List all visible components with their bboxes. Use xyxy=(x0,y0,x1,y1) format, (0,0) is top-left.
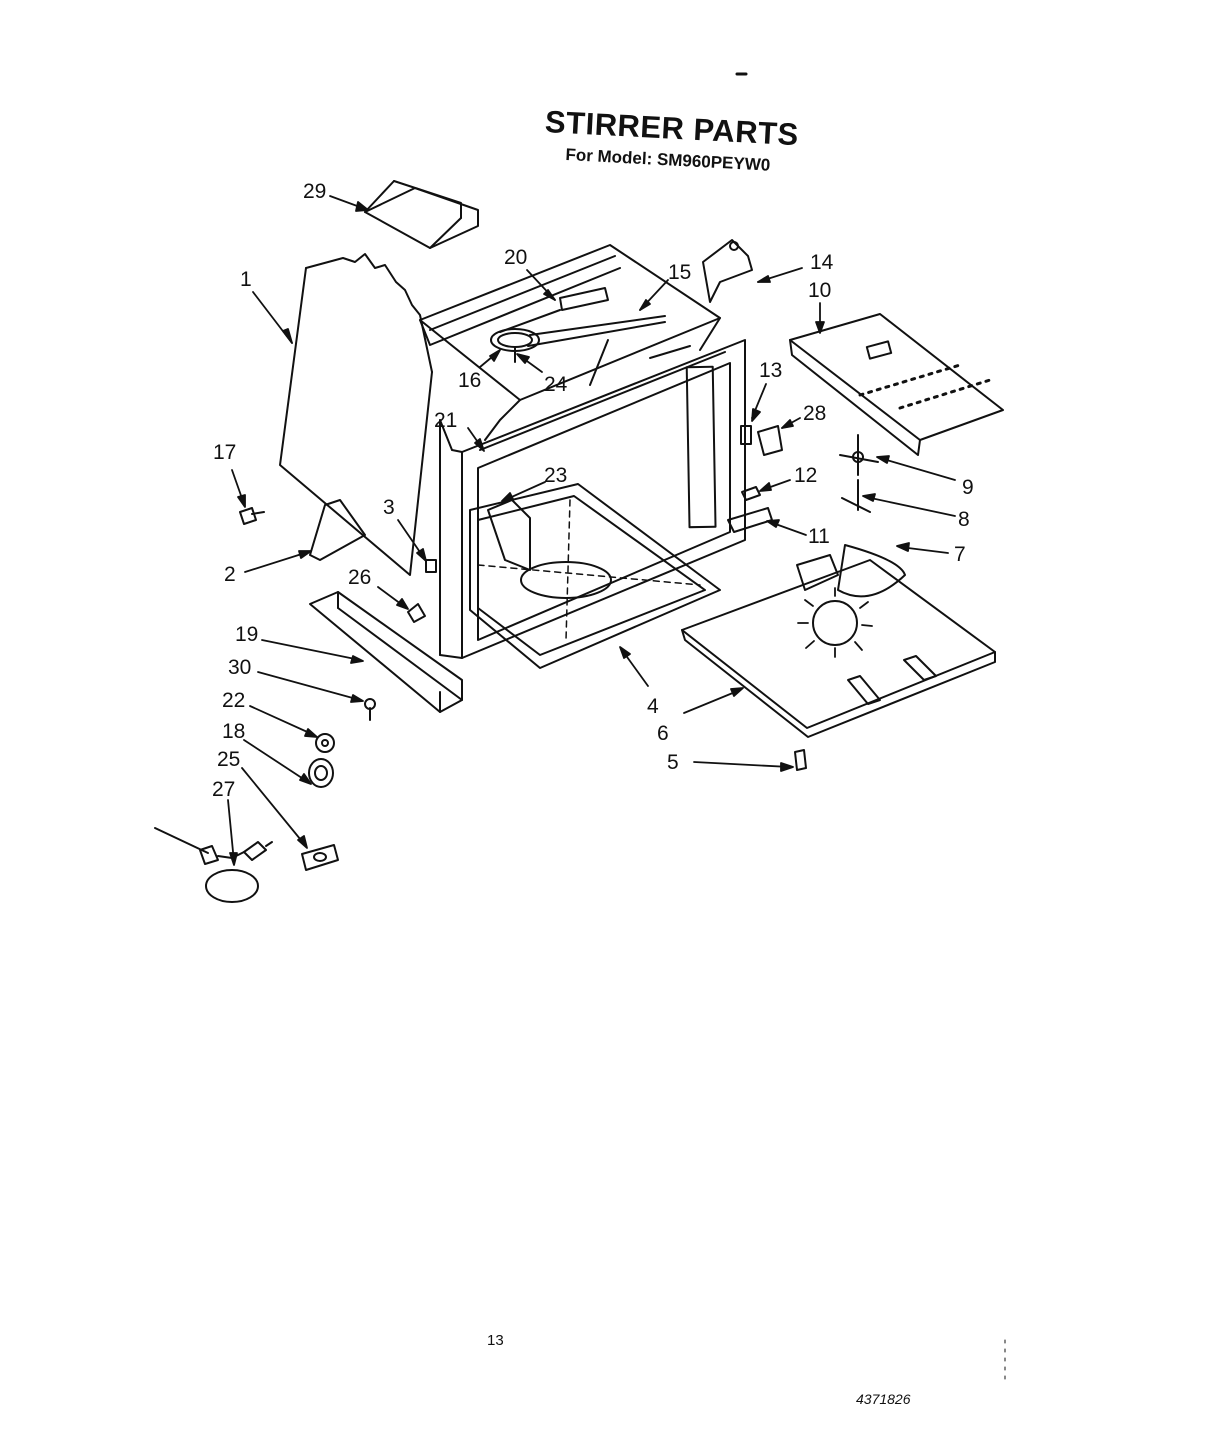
callout-11: 11 xyxy=(808,525,830,548)
part-8-stirrer-shaft xyxy=(841,479,871,513)
part-30-screw xyxy=(364,698,376,721)
callout-1: 1 xyxy=(240,268,252,291)
part-1-cabinet-wrap xyxy=(279,253,433,576)
callout-10: 10 xyxy=(808,279,832,302)
callout-8: 8 xyxy=(958,508,970,531)
part-29-shield xyxy=(364,180,479,249)
part-10-control-plate xyxy=(789,313,1004,456)
callout-7: 7 xyxy=(954,543,966,566)
part-25-bearing xyxy=(301,844,339,871)
part-3-clip xyxy=(425,559,437,573)
part-7-cover xyxy=(796,544,906,598)
part-6-base-plate xyxy=(681,559,996,738)
callout-5: 5 xyxy=(667,751,679,774)
callout-17: 17 xyxy=(213,441,237,464)
part-14-bracket xyxy=(702,239,753,303)
stirrer-belt-assembly xyxy=(490,287,666,363)
callout-22: 22 xyxy=(222,689,246,712)
part-27-lamp xyxy=(154,827,273,903)
callout-23: 23 xyxy=(544,464,568,487)
part-2-bracket xyxy=(309,499,366,561)
part-11-insulator xyxy=(727,507,773,533)
callout-20: 20 xyxy=(504,246,528,269)
part-21-front-frame xyxy=(439,339,746,659)
callout-21: 21 xyxy=(434,409,458,432)
leader-arrows xyxy=(227,195,956,866)
page-number: 13 xyxy=(487,1332,504,1349)
callout-4: 4 xyxy=(647,695,659,718)
callout-9: 9 xyxy=(962,476,974,499)
small-parts xyxy=(727,425,783,533)
callout-16: 16 xyxy=(458,369,482,392)
part-13-clip xyxy=(740,425,752,445)
callout-2: 2 xyxy=(224,563,236,586)
callout-30: 30 xyxy=(228,656,252,679)
callout-6: 6 xyxy=(657,722,669,745)
callout-29: 29 xyxy=(303,180,327,203)
cavity-top-frame xyxy=(419,244,721,441)
document-number: 4371826 xyxy=(856,1391,911,1407)
part-22-grommet xyxy=(315,733,335,753)
callout-19: 19 xyxy=(235,623,259,646)
callout-25: 25 xyxy=(217,748,241,771)
part-26-clip xyxy=(407,603,426,623)
part-17-screw xyxy=(239,507,265,525)
part-28-switch xyxy=(757,425,783,456)
callout-24: 24 xyxy=(544,373,568,396)
part-19-rail xyxy=(309,591,463,713)
callout-14: 14 xyxy=(810,251,834,274)
part-12-screw xyxy=(741,486,761,501)
callout-13: 13 xyxy=(759,359,783,382)
callout-12: 12 xyxy=(794,464,818,487)
callout-3: 3 xyxy=(383,496,395,519)
part-18-gear xyxy=(308,758,334,788)
callout-26: 26 xyxy=(348,566,372,589)
callout-15: 15 xyxy=(668,261,692,284)
part-5-screw xyxy=(794,749,807,771)
part-23-panel xyxy=(487,499,531,571)
part-4-floor-tray xyxy=(469,483,721,669)
part-9-stirrer-blade xyxy=(839,434,879,476)
callout-27: 27 xyxy=(212,778,236,801)
callout-18: 18 xyxy=(222,720,246,743)
callout-28: 28 xyxy=(803,402,827,425)
